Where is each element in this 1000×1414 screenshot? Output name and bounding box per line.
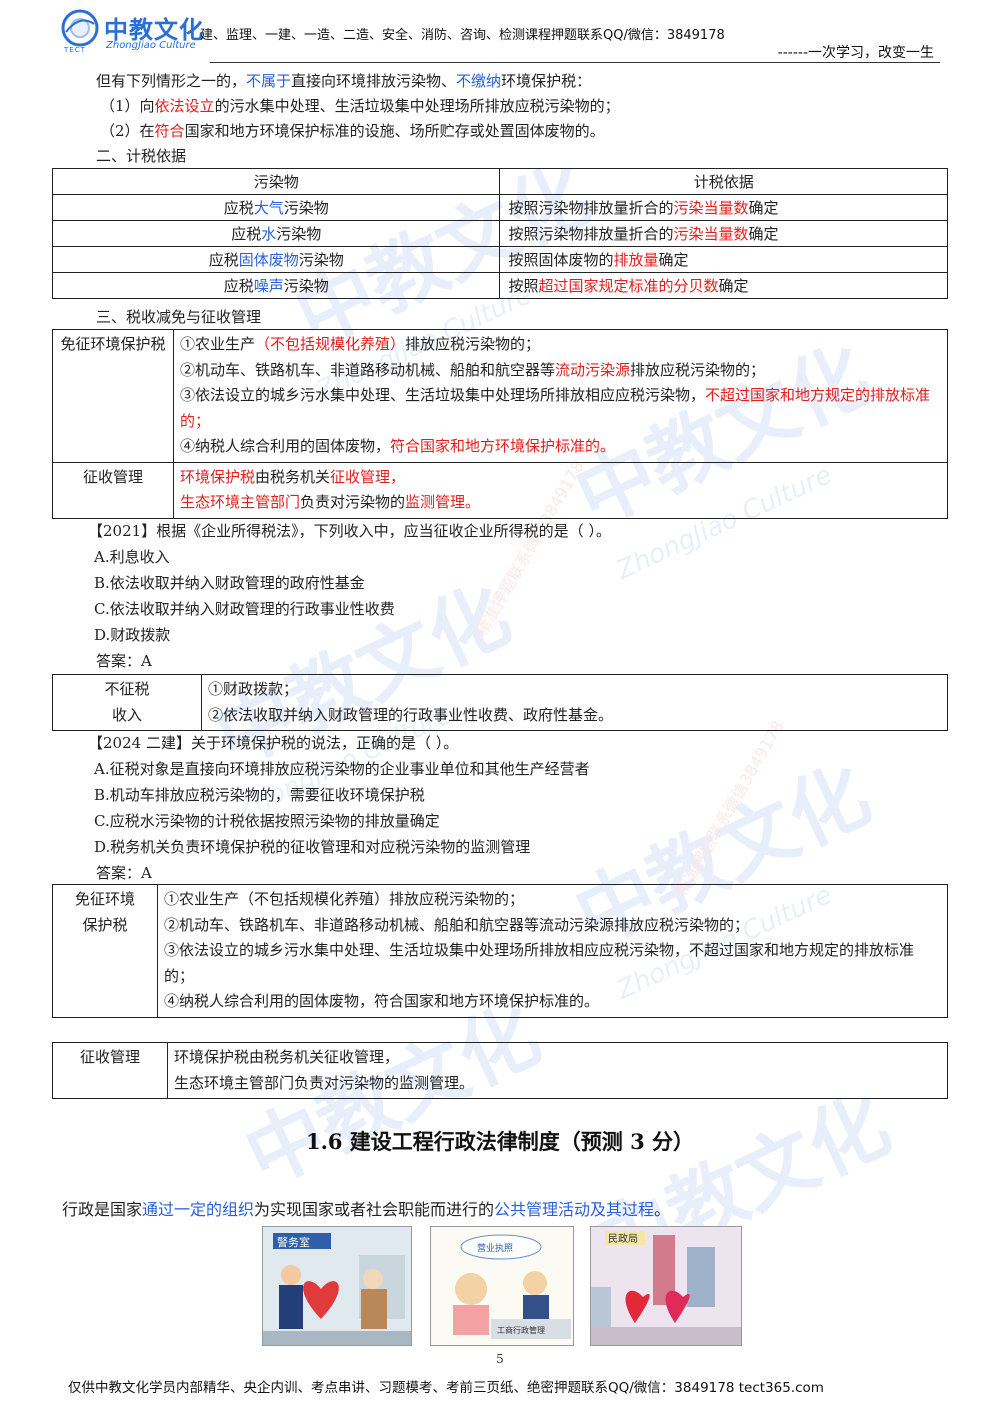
table-row: 征收管理 环境保护税由税务机关征收管理， 生态环境主管部门负责对污染物的监测管理… [52, 461, 948, 519]
collect-content: 环境保护税由税务机关征收管理， 生态环境主管部门负责对污染物的监测管理。 [167, 1042, 948, 1099]
page-header: 中教文化 ZhongJiao Culture TECT 建、监理、一建、一造、二… [60, 8, 940, 63]
civil-affairs-cartoon-icon: 民政局 [591, 1227, 741, 1345]
collect-label: 征收管理 [52, 1042, 168, 1099]
exempt-label: 免征环境保护税 [52, 884, 158, 1018]
section-heading-tax-basis: 二、计税依据 [96, 147, 187, 165]
intro-line-3: （2）在符合国家和地方环境保护标准的设施、场所贮存或处置固体废物的。 [100, 122, 605, 140]
table-row: 免征环境保护税 ①农业生产（不包括规模化养殖）排放应税污染物的； ②机动车、铁路… [52, 329, 948, 463]
section-heading-relief: 三、税收减免与征收管理 [96, 308, 262, 326]
table-row: 应税固体废物污染物 按照固体废物的排放量确定 [51, 246, 948, 273]
header-divider [210, 62, 940, 63]
brand-logo: 中教文化 ZhongJiao Culture TECT [60, 8, 210, 56]
basis-cell: 按照污染物排放量折合的污染当量数确定 [499, 220, 948, 247]
page-number: 5 [496, 1352, 504, 1366]
pollutant-cell: 应税噪声污染物 [51, 272, 501, 299]
intro-line-1: 但有下列情形之一的，不属于直接向环境排放污染物、不缴纳环境保护税： [96, 72, 592, 90]
collect-content: 环境保护税由税务机关征收管理， 生态环境主管部门负责对污染物的监测管理。 [173, 461, 948, 519]
question-2-option-d: D.税务机关负责环境保护税的征收管理和对应税污染物的监测管理 [94, 838, 531, 856]
exempt-content: ①农业生产（不包括规模化养殖）排放应税污染物的； ②机动车、铁路机车、非道路移动… [173, 329, 948, 463]
business-admin-illustration: 营业执照 工商行政管理 [430, 1226, 574, 1346]
non-taxable-label: 不征税收入 [52, 674, 202, 731]
tax-basis-table: 污染物 计税依据 应税大气污染物 按照污染物排放量折合的污染当量数确定 应税水污… [51, 168, 948, 299]
question-1-answer: 答案：A [96, 652, 152, 670]
globe-icon [61, 9, 99, 47]
non-taxable-table: 不征税收入 ①财政拨款； ②依法收取并纳入财政管理的行政事业性收费、政府性基金。 [52, 674, 948, 731]
exempt-content: ①农业生产（不包括规模化养殖）排放应税污染物的； ②机动车、铁路机车、非道路移动… [157, 884, 948, 1018]
table-row: 应税水污染物 按照污染物排放量折合的污染当量数确定 [51, 220, 948, 247]
table-header-cell: 计税依据 [499, 168, 948, 195]
question-1-option-c: C.依法收取并纳入财政管理的行政事业性收费 [94, 600, 395, 618]
question-2-option-c: C.应税水污染物的计税依据按照污染物的排放量确定 [94, 812, 440, 830]
pollutant-cell: 应税大气污染物 [51, 194, 501, 221]
page-footer: 仅供中教文化学员内部精华、央企内训、考点串讲、习题模考、考前三页纸、绝密押题联系… [68, 1380, 824, 1396]
police-cartoon-icon: 警务室 [263, 1227, 411, 1345]
exempt-table: 免征环境保护税 ①农业生产（不包括规模化养殖）排放应税污染物的； ②机动车、铁路… [52, 884, 948, 1018]
header-motto: ------一次学习，改变一生 [777, 45, 934, 61]
logo-abbr: TECT [64, 46, 86, 54]
police-sign: 警务室 [277, 1235, 310, 1249]
question-2-answer: 答案：A [96, 864, 152, 882]
section-title: 1.6 建设工程行政法律制度（预测 3 分） [305, 1129, 695, 1154]
civil-affairs-illustration: 民政局 [590, 1226, 742, 1346]
question-1-stem: 【2021】根据《企业所得税法》，下列收入中，应当征收企业所得税的是（ ）。 [88, 522, 611, 540]
table-header-row: 污染物 计税依据 [51, 168, 948, 195]
section-definition: 行政是国家通过一定的组织为实现国家或者社会职能而进行的公共管理活动及其过程。 [62, 1200, 671, 1219]
question-1-option-d: D.财政拨款 [94, 626, 171, 644]
logo-text: 中教文化 [104, 16, 204, 44]
license-bubble: 营业执照 [477, 1242, 513, 1254]
header-text: 建、监理、一建、一造、二造、安全、消防、咨询、检测课程押题联系QQ/微信：384… [200, 28, 725, 43]
table-row: 免征环境保护税 ①农业生产（不包括规模化养殖）排放应税污染物的； ②机动车、铁路… [52, 884, 948, 1018]
non-taxable-content: ①财政拨款； ②依法收取并纳入财政管理的行政事业性收费、政府性基金。 [201, 674, 948, 731]
pollutant-cell: 应税水污染物 [51, 220, 501, 247]
intro-line-2: （1）向依法设立的污水集中处理、生活垃圾集中处理场所排放应税污染物的； [100, 97, 620, 115]
basis-cell: 按照超过国家规定标准的分贝数确定 [499, 272, 948, 299]
question-2-option-a: A.征税对象是直接向环境排放应税污染物的企业事业单位和其他生产经营者 [94, 760, 590, 778]
question-2-option-b: B.机动车排放应税污染物的，需要征收环境保护税 [94, 786, 425, 804]
table-row: 征收管理 环境保护税由税务机关征收管理， 生态环境主管部门负责对污染物的监测管理… [52, 1042, 948, 1099]
business-admin-sign: 工商行政管理 [497, 1325, 545, 1335]
basis-cell: 按照污染物排放量折合的污染当量数确定 [499, 194, 948, 221]
watermark-contact: 精准押题联系微信3849178 [672, 717, 788, 899]
question-2-stem: 【2024 二建】关于环境保护税的说法，正确的是（ ）。 [88, 734, 459, 752]
police-station-illustration: 警务室 [262, 1226, 412, 1346]
table-row: 不征税收入 ①财政拨款； ②依法收取并纳入财政管理的行政事业性收费、政府性基金。 [52, 674, 948, 731]
pollutant-cell: 应税固体废物污染物 [51, 246, 501, 273]
relief-table: 免征环境保护税 ①农业生产（不包括规模化养殖）排放应税污染物的； ②机动车、铁路… [52, 329, 948, 519]
table-row: 应税噪声污染物 按照超过国家规定标准的分贝数确定 [51, 272, 948, 299]
collect-label: 征收管理 [52, 461, 174, 519]
question-1-option-b: B.依法收取并纳入财政管理的政府性基金 [94, 574, 365, 592]
table-row: 应税大气污染物 按照污染物排放量折合的污染当量数确定 [51, 194, 948, 221]
collection-table: 征收管理 环境保护税由税务机关征收管理， 生态环境主管部门负责对污染物的监测管理… [52, 1042, 948, 1099]
civil-affairs-sign: 民政局 [608, 1232, 638, 1245]
basis-cell: 按照固体废物的排放量确定 [499, 246, 948, 273]
table-header-cell: 污染物 [51, 168, 501, 195]
logo-subtitle: ZhongJiao Culture [106, 40, 196, 51]
business-cartoon-icon: 营业执照 工商行政管理 [431, 1227, 573, 1345]
exempt-label: 免征环境保护税 [52, 329, 174, 463]
question-1-option-a: A.利息收入 [94, 548, 170, 566]
